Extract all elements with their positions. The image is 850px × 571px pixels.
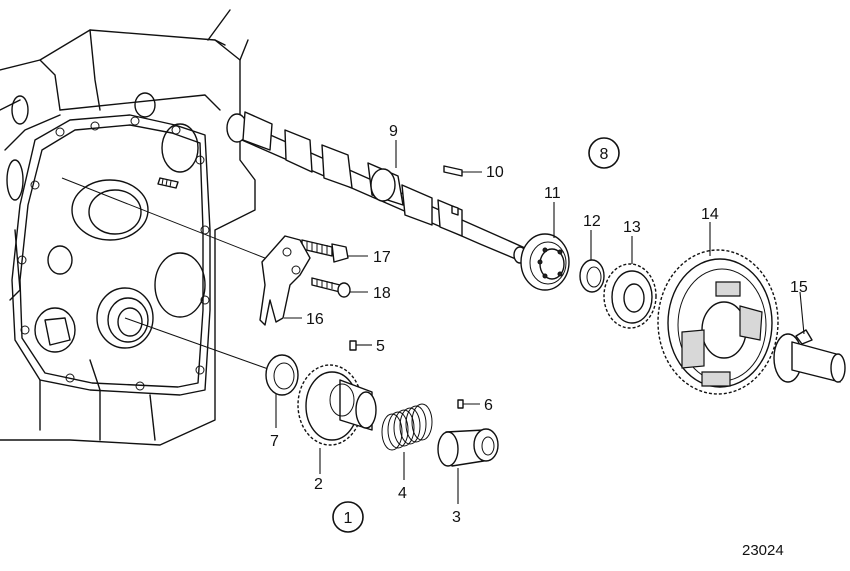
callout-16: 16: [306, 311, 324, 328]
reference-number: 23024: [742, 542, 784, 559]
callout-8: 8: [600, 146, 609, 163]
assembly-axis-lines: [61, 177, 286, 376]
callout-10: 10: [486, 164, 504, 181]
part-17-bolt: [301, 239, 368, 263]
callout-1-circle: [332, 501, 364, 533]
part-10-key: [443, 165, 482, 177]
part-15-hub-shaft: [773, 291, 846, 383]
callout-12: 12: [583, 213, 601, 230]
callout-7: 7: [270, 433, 279, 450]
part-12-washer: [579, 230, 605, 293]
part-6-dowel: [457, 399, 480, 409]
part-7-seal-ring: [265, 354, 299, 428]
part-2-crank-gear: [297, 364, 377, 474]
part-13-small-gear: [603, 236, 657, 329]
callout-11: 11: [544, 185, 561, 202]
callout-13: 13: [623, 219, 641, 236]
engine-block: [0, 9, 256, 446]
part-3-sleeve: [437, 428, 499, 504]
part-16-bracket: [259, 235, 311, 326]
callout-2: 2: [314, 476, 323, 493]
callout-3: 3: [452, 509, 461, 526]
callout-4: 4: [398, 485, 407, 502]
part-11-bearing: [520, 202, 570, 291]
callout-8-circle: [588, 137, 620, 169]
callout-labels: 9 10 11 12 13 14 15 16 17 18 5 6 7 2 4 3…: [270, 123, 808, 559]
callout-17: 17: [373, 249, 391, 266]
callout-6: 6: [484, 397, 493, 414]
part-14-large-gear: [657, 222, 779, 395]
part-18-bolt: [311, 277, 368, 298]
callout-18: 18: [373, 285, 391, 302]
callout-9: 9: [389, 123, 398, 140]
part-9-camshaft: [226, 111, 527, 264]
callout-1: 1: [344, 510, 353, 527]
callout-15: 15: [790, 279, 808, 296]
part-4-spring: [381, 403, 433, 480]
callout-5: 5: [376, 338, 385, 355]
part-5-dowel: [349, 340, 372, 351]
callout-14: 14: [701, 206, 719, 223]
